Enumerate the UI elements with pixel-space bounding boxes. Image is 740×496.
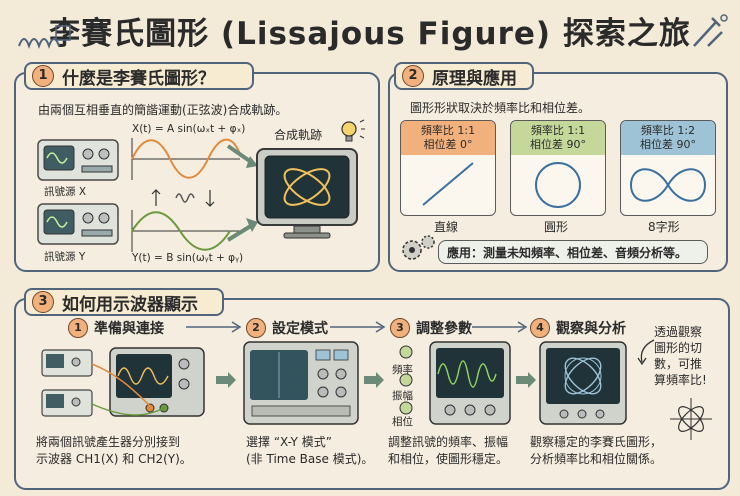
- card-figure8-header: 頻率比 1:2 相位差 90°: [621, 121, 715, 155]
- step-4-observe-graphic: [539, 341, 627, 425]
- step-1-desc-line-1: 將兩個訊號產生器分別接到: [36, 435, 181, 449]
- step-2-label: 設定模式: [272, 321, 328, 337]
- result-label: 合成軌跡: [274, 128, 323, 142]
- tip-note: 透過觀察 圖形的切 數，可推 算頻率比!: [654, 324, 707, 388]
- card-circle-label: 圓形: [544, 220, 569, 234]
- step-4-desc-line-2: 分析頻率比和相位關係。: [530, 452, 663, 466]
- step-1-description: 將兩個訊號產生器分別接到 示波器 CH1(X) 和 CH2(Y)。: [36, 434, 192, 468]
- step-4-label: 觀察與分析: [556, 321, 626, 337]
- card-figure8-ratio: 頻率比 1:2: [640, 124, 696, 137]
- tip-arrow-icon: [637, 339, 655, 366]
- step-2-desc-line-2: (非 Time Base 模式)。: [246, 452, 374, 466]
- result-monitor-icon: [256, 148, 358, 239]
- wave-x-graph: [131, 138, 241, 180]
- step-4-title: 4 觀察與分析: [530, 318, 626, 338]
- knob-phase-label: 相位: [392, 416, 413, 428]
- wave-y-graph: [131, 210, 240, 252]
- pattern-card-line: 頻率比 1:1 相位差 0°: [400, 120, 496, 216]
- circle-pattern-graphic: [535, 162, 581, 208]
- equation-x: X(t) = A sin(ωₓt + φₓ): [132, 123, 246, 135]
- source-y-label: 訊號源 Y: [44, 251, 86, 263]
- step-2-number: 2: [246, 318, 266, 338]
- card-line-label: 直線: [434, 220, 459, 234]
- step-3-desc-line-2: 和相位，使圖形穩定。: [388, 452, 509, 466]
- card-circle-ratio: 頻率比 1:1: [530, 124, 586, 137]
- spring-icon: [151, 189, 215, 207]
- card-circle-header: 頻率比 1:1 相位差 90°: [511, 121, 605, 155]
- section-3-header: 3 如何用示波器顯示: [24, 288, 224, 316]
- step-1-title: 1 準備與連接: [68, 318, 164, 338]
- section-2-header: 2 原理與應用: [394, 62, 534, 90]
- tip-line-1: 透過觀察: [654, 325, 703, 339]
- page-title: 李賽氏圖形 (Lissajous Figure) 探索之旅: [49, 16, 691, 52]
- pattern-card-circle: 頻率比 1:1 相位差 90°: [510, 120, 606, 216]
- line-pattern-graphic: [422, 162, 474, 206]
- arrows-to-screen-icon: [226, 144, 258, 242]
- step-1-desc-line-2: 示波器 CH1(X) 和 CH2(Y)。: [36, 452, 192, 466]
- sparkle-lissajous-icon: [670, 398, 712, 440]
- section-2-heading: 原理與應用: [432, 68, 517, 89]
- knob-frequency-label: 頻率: [392, 364, 413, 376]
- step-2-to-3-arrow-icon: [364, 372, 384, 388]
- knob-amplitude-label: 振幅: [392, 390, 413, 402]
- tip-line-2: 圖形的切: [654, 341, 703, 355]
- card-figure8-phase: 相位差 90°: [640, 138, 696, 151]
- signal-generator-x-icon: [37, 139, 119, 181]
- equation-y: Y(t) = B sin(ωᵧt + φᵧ): [132, 252, 244, 264]
- step-4-description: 觀察穩定的李賽氏圖形， 分析頻率比和相位關係。: [530, 434, 662, 468]
- signal-generator-y-icon: [37, 203, 119, 245]
- step-3-number: 3: [390, 318, 410, 338]
- tools-doodle-icon: [693, 14, 728, 47]
- source-x-label: 訊號源 X: [44, 186, 87, 198]
- adjustment-knobs-icon[interactable]: [396, 344, 416, 420]
- section-3-heading: 如何用示波器顯示: [62, 294, 198, 315]
- step-3-adjust-graphic: [429, 341, 511, 425]
- section-1-header: 1 什麼是李賽氏圖形？: [24, 62, 254, 90]
- card-line-ratio: 頻率比 1:1: [420, 124, 476, 137]
- application-box: 應用：測量未知頻率、相位差、音頻分析等。: [438, 240, 708, 264]
- step-3-title: 3 調整參數: [390, 318, 472, 338]
- section-3-number: 3: [32, 291, 54, 313]
- tip-line-4: 算頻率比!: [654, 373, 707, 387]
- step-3-desc-line-1: 調整訊號的頻率、振幅: [388, 435, 509, 449]
- step-3-label: 調整參數: [416, 321, 472, 337]
- card-figure8-label: 8字形: [648, 220, 680, 234]
- section-1-number: 1: [32, 65, 54, 87]
- step-1-label: 準備與連接: [94, 321, 164, 337]
- card-line-phase: 相位差 0°: [423, 138, 473, 151]
- step-1-number: 1: [68, 318, 88, 338]
- section-2-intro: 圖形形狀取決於頻率比和相位差。: [410, 101, 591, 115]
- step-2-xy-mode-graphic: [243, 341, 359, 425]
- step-3-description: 調整訊號的頻率、振幅 和相位，使圖形穩定。: [388, 434, 508, 468]
- step-3-to-4-arrow-icon: [516, 372, 536, 388]
- step-1-setup-graphic: [41, 347, 205, 417]
- step-2-desc-line-1: 選擇 “X-Y 模式”: [246, 435, 332, 449]
- application-text: 應用：測量未知頻率、相位差、音頻分析等。: [447, 245, 688, 260]
- section-2-number: 2: [402, 65, 424, 87]
- figure8-pattern-graphic: [629, 168, 707, 202]
- gears-icon: [402, 235, 435, 260]
- step-4-desc-line-1: 觀察穩定的李賽氏圖形，: [530, 435, 663, 449]
- card-line-header: 頻率比 1:1 相位差 0°: [401, 121, 495, 155]
- spring-doodle-icon: [18, 25, 71, 49]
- section-1-heading: 什麼是李賽氏圖形？: [62, 68, 215, 89]
- tip-line-3: 數，可推: [654, 357, 703, 371]
- step-1-to-2-arrow-icon: [216, 372, 236, 388]
- step-4-number: 4: [530, 318, 550, 338]
- pattern-card-figure8: 頻率比 1:2 相位差 90°: [620, 120, 716, 216]
- section-1-intro: 由兩個互相垂直的簡諧運動(正弦波)合成軌跡。: [38, 103, 288, 117]
- step-2-title: 2 設定模式: [246, 318, 328, 338]
- card-circle-phase: 相位差 90°: [530, 138, 586, 151]
- step-title-arrows: [186, 321, 528, 333]
- lightbulb-icon: [341, 119, 365, 142]
- step-2-description: 選擇 “X-Y 模式” (非 Time Base 模式)。: [246, 434, 373, 468]
